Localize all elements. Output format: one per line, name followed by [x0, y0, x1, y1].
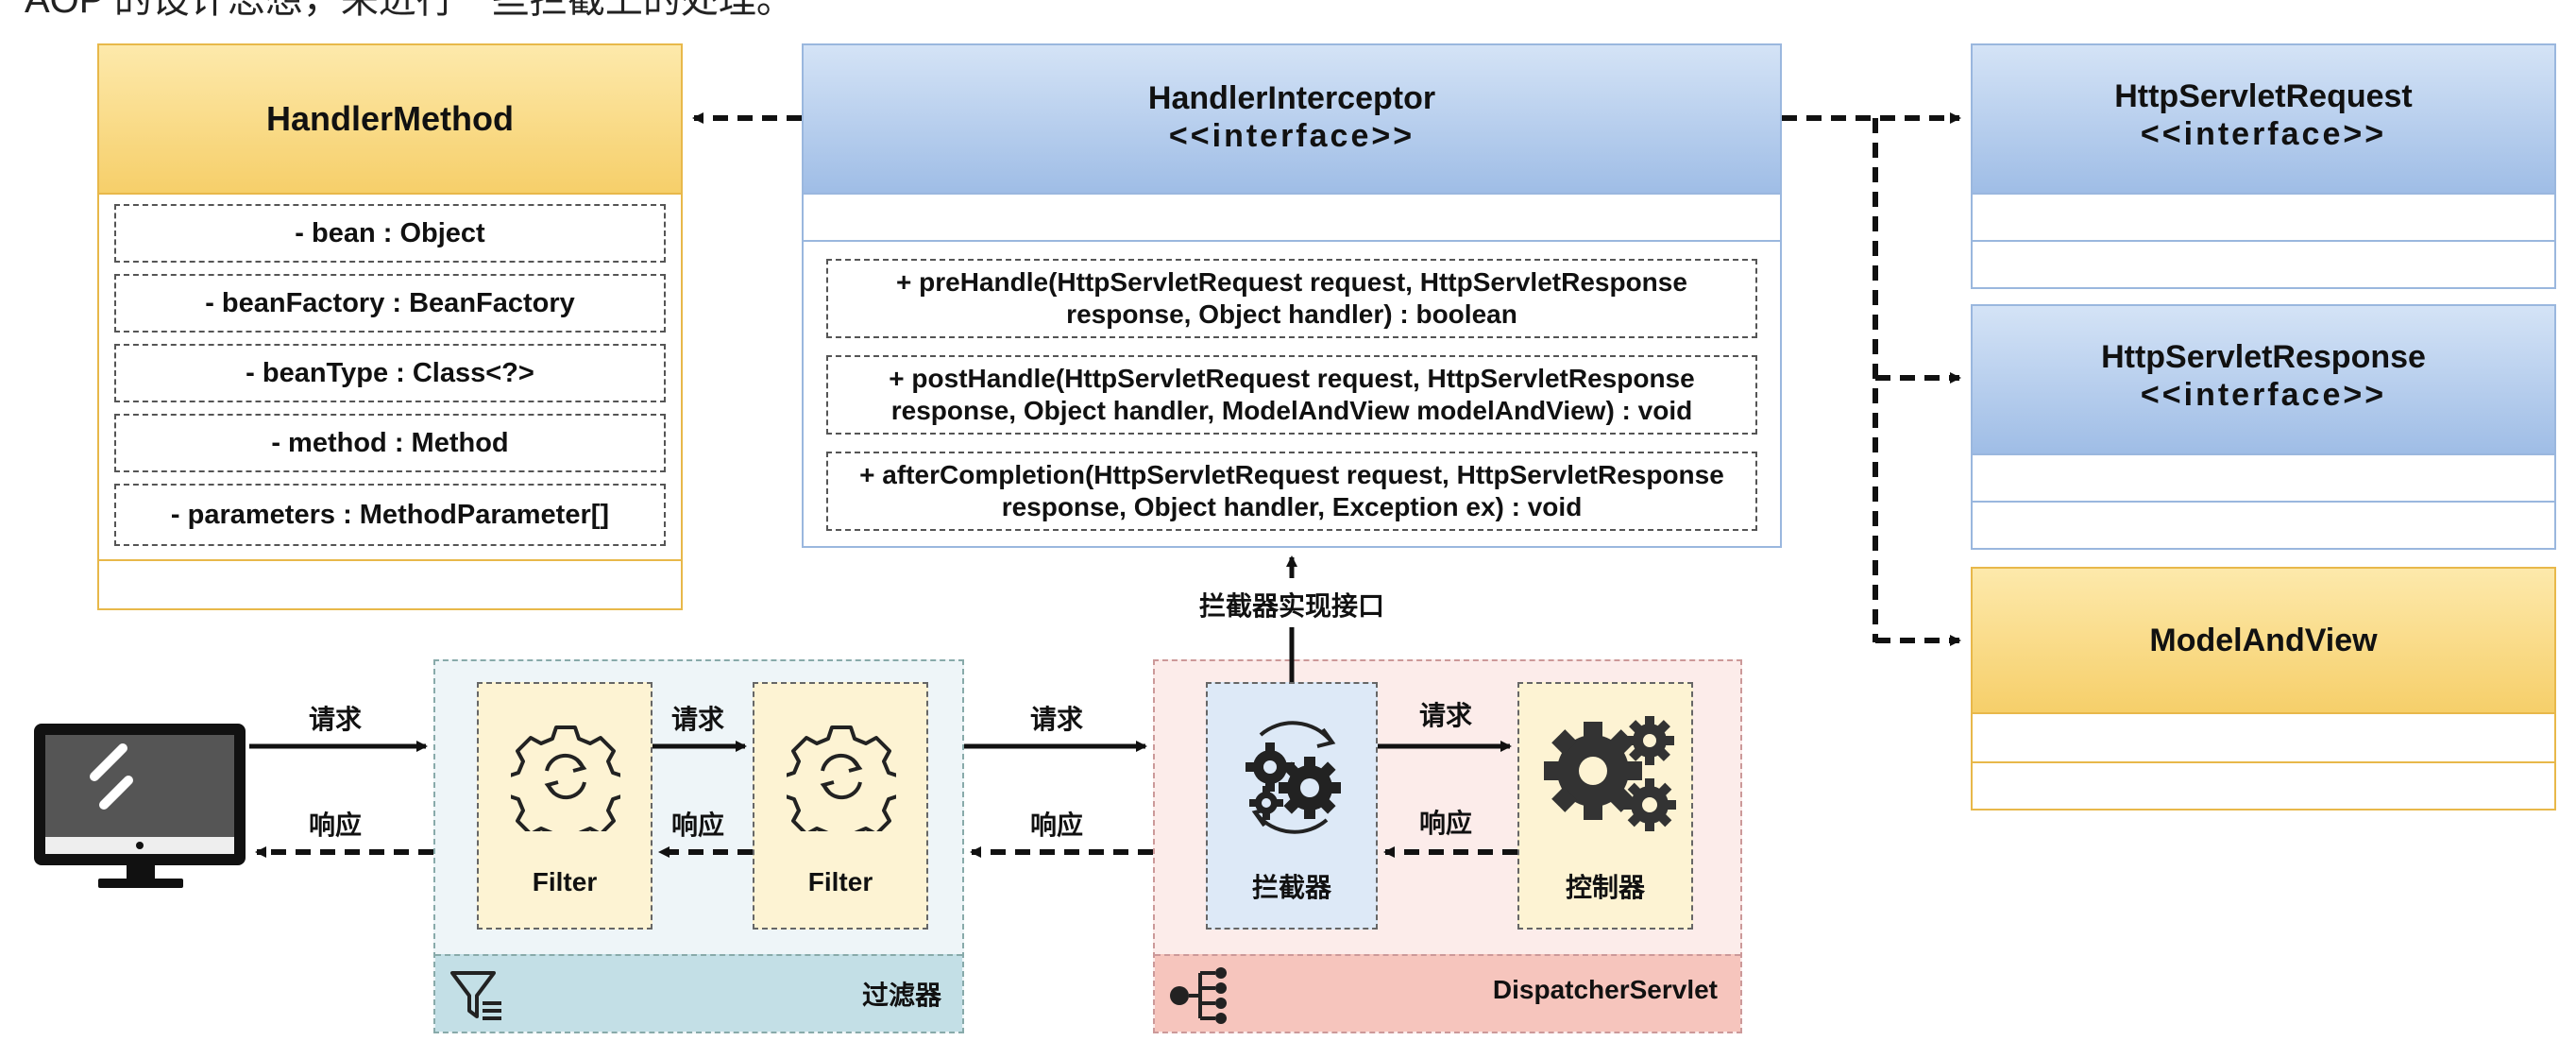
http-request-title: HttpServletRequest [2114, 78, 2413, 114]
request-label-1: 请求 [308, 705, 362, 734]
divider [1973, 193, 2554, 195]
response-label-4: 响应 [1418, 809, 1472, 838]
divider [1973, 240, 2554, 242]
field-bean-factory: - beanFactory : BeanFactory [114, 274, 666, 333]
filter-node-1: Filter [477, 682, 652, 930]
dispatcher-group-label: DispatcherServlet [1492, 975, 1718, 1004]
http-request-stereotype: <<interface>> [2140, 116, 2387, 152]
divider [804, 240, 1780, 242]
controller-label: 控制器 [1565, 873, 1645, 902]
handler-method-title: HandlerMethod [265, 99, 514, 138]
filter-group-label: 过滤器 [861, 981, 941, 1010]
model-and-view-header: ModelAndView [1973, 569, 2554, 712]
http-servlet-request-interface: HttpServletRequest <<interface>> [1971, 43, 2556, 289]
model-and-view-title: ModelAndView [2149, 623, 2378, 658]
field-bean: - bean : Object [114, 204, 666, 263]
gears-icon [1538, 712, 1680, 845]
request-label-3: 请求 [1029, 705, 1083, 734]
handler-interceptor-stereotype: <<interface>> [1168, 118, 1415, 154]
field-bean-type: - beanType : Class<?> [114, 344, 666, 402]
interceptor-label: 拦截器 [1251, 873, 1331, 902]
handler-interceptor-header: HandlerInterceptor <<interface>> [804, 45, 1780, 193]
monitor-icon [32, 722, 249, 892]
model-and-view-class: ModelAndView [1971, 567, 2556, 811]
http-servlet-response-interface: HttpServletResponse <<interface>> [1971, 304, 2556, 550]
response-label-2: 响应 [670, 811, 724, 840]
handler-interceptor-title: HandlerInterceptor [1147, 80, 1436, 116]
response-label-1: 响应 [308, 811, 362, 840]
implements-label: 拦截器实现接口 [1198, 591, 1384, 621]
gears-cycle-icon [1232, 708, 1355, 841]
divider [1973, 761, 2554, 763]
method-pre-handle: + preHandle(HttpServletRequest request, … [826, 259, 1757, 338]
handler-interceptor-interface: HandlerInterceptor <<interface>> + preHa… [802, 43, 1782, 548]
divider [1973, 712, 2554, 714]
http-response-stereotype: <<interface>> [2140, 377, 2387, 413]
method-post-handle: + postHandle(HttpServletRequest request,… [826, 355, 1757, 435]
http-request-header: HttpServletRequest <<interface>> [1973, 45, 2554, 193]
funnel-icon [449, 967, 505, 1024]
top-caption: AOP 的设计思想，来进行一些拦截上的处理。 [25, 0, 794, 21]
handler-method-class: HandlerMethod - bean : Object - beanFact… [97, 43, 683, 610]
response-label-3: 响应 [1029, 811, 1083, 840]
filter-node-1-label: Filter [532, 867, 598, 896]
filter-group-footer: 过滤器 [435, 954, 962, 1032]
request-label-4: 请求 [1418, 701, 1472, 730]
http-response-title: HttpServletResponse [2101, 339, 2426, 375]
divider [1973, 453, 2554, 455]
field-parameters: - parameters : MethodParameter[] [114, 484, 666, 546]
controller-node: 控制器 [1517, 682, 1693, 930]
filter-node-2: Filter [753, 682, 928, 930]
divider [99, 193, 681, 195]
field-method: - method : Method [114, 414, 666, 472]
filter-node-2-label: Filter [807, 867, 873, 896]
request-label-2: 请求 [670, 705, 724, 734]
dispatcher-group-footer: DispatcherServlet [1155, 954, 1740, 1032]
method-after-completion: + afterCompletion(HttpServletRequest req… [826, 452, 1757, 531]
divider [99, 559, 681, 561]
divider [1973, 501, 2554, 503]
divider [804, 193, 1780, 195]
interceptor-node: 拦截器 [1206, 682, 1378, 930]
http-response-header: HttpServletResponse <<interface>> [1973, 306, 2554, 453]
handler-method-header: HandlerMethod [99, 45, 681, 193]
hierarchy-icon [1168, 965, 1234, 1026]
